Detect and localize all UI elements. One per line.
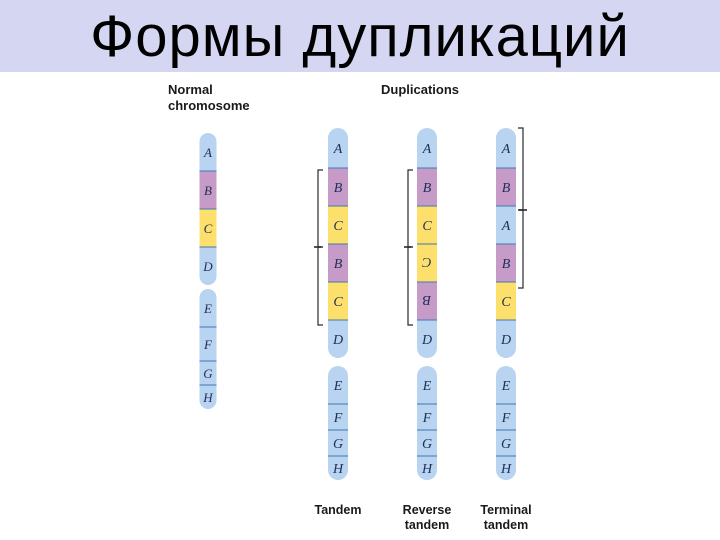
segment-b [199, 171, 217, 209]
terminal-bracket-lower [518, 209, 524, 289]
segment-c [199, 209, 217, 247]
segment-letter: F [422, 411, 432, 426]
terminal-bracket-upper [518, 127, 524, 211]
segment-fill [328, 320, 348, 339]
segment-fill [417, 385, 437, 404]
segment-letter: B [204, 183, 212, 198]
segment-letter: A [203, 145, 212, 160]
segment-b [496, 168, 516, 206]
segment-letter: G [501, 437, 511, 452]
segment-letter: E [203, 301, 212, 316]
segment-letter: E [333, 379, 343, 394]
segment-a [496, 206, 516, 244]
segment-fill [328, 385, 348, 404]
segment-f [328, 404, 348, 430]
segment-g [199, 361, 217, 385]
segment-letter: C [422, 219, 432, 234]
title-band [0, 0, 720, 72]
segment-letter: F [501, 411, 511, 426]
duplications-header: Duplications [381, 82, 460, 97]
segment-letter: B [334, 181, 343, 196]
segment-fill [496, 148, 516, 168]
segment-letter: A [501, 142, 511, 157]
chromosome-normal: A B C D E FGH [199, 133, 217, 409]
segment-letter: A [501, 219, 511, 234]
segment-letter: B [502, 257, 511, 272]
chromosome-tandem: A B C B C D E FGH [328, 128, 348, 480]
reverse-bracket-lower [407, 246, 413, 326]
segment-letter: D [421, 333, 432, 348]
segment-letter: C [422, 254, 432, 269]
segment-c [496, 282, 516, 320]
segment-letter: G [203, 366, 213, 381]
segment-b [496, 244, 516, 282]
segment-fill [496, 385, 516, 404]
segment-letter: B [502, 181, 511, 196]
segment-letter: H [421, 462, 433, 477]
segment-fill [199, 152, 217, 171]
segment-c [417, 244, 437, 282]
segment-letter: B [422, 292, 431, 307]
segment-letter: G [333, 437, 343, 452]
segment-letter: G [422, 437, 432, 452]
segment-f [496, 404, 516, 430]
segment-letter: B [334, 257, 343, 272]
segment-c [328, 206, 348, 244]
segment-f [199, 327, 217, 361]
segment-f [417, 404, 437, 430]
tandem-bracket-lower [317, 246, 323, 326]
segment-letter: A [333, 142, 343, 157]
segment-fill [328, 148, 348, 168]
chromosome-reverse-tandem: A B C C B D E FGH [417, 128, 437, 480]
segment-letter: D [332, 333, 343, 348]
segment-g [328, 430, 348, 456]
segment-letter: C [333, 295, 343, 310]
segment-fill [199, 385, 217, 397]
segment-g [417, 430, 437, 456]
segment-letter: F [333, 411, 343, 426]
segment-letter: D [202, 259, 213, 274]
segment-letter: H [500, 462, 512, 477]
segment-letter: F [203, 337, 213, 352]
segment-letter: C [501, 295, 511, 310]
segment-fill [496, 320, 516, 339]
segment-b [417, 168, 437, 206]
segment-letter: A [422, 142, 432, 157]
segment-letter: E [422, 379, 432, 394]
segment-letter: E [501, 379, 511, 394]
segment-letter: B [423, 181, 432, 196]
segment-fill [417, 148, 437, 168]
segment-letter: C [204, 221, 213, 236]
segment-c [417, 206, 437, 244]
segment-letter: D [500, 333, 511, 348]
segment-g [496, 430, 516, 456]
chromosome-terminal-tandem: A B A B C D E FGH [496, 128, 516, 480]
segment-letter: H [332, 462, 344, 477]
segment-fill [417, 456, 437, 468]
segment-b [328, 168, 348, 206]
segment-b [328, 244, 348, 282]
segment-fill [199, 247, 217, 266]
segment-c [328, 282, 348, 320]
reverse-bracket-upper [407, 169, 413, 248]
segment-letter: C [333, 219, 343, 234]
segment-fill [417, 320, 437, 339]
segment-fill [496, 456, 516, 468]
tandem-bracket-upper [317, 169, 323, 248]
segment-letter: H [202, 390, 213, 405]
tandem-label: Tandem [314, 503, 362, 517]
slide-title: Формы дупликаций [90, 4, 630, 69]
segment-fill [199, 308, 217, 327]
segment-fill [328, 456, 348, 468]
segment-b [417, 282, 437, 320]
